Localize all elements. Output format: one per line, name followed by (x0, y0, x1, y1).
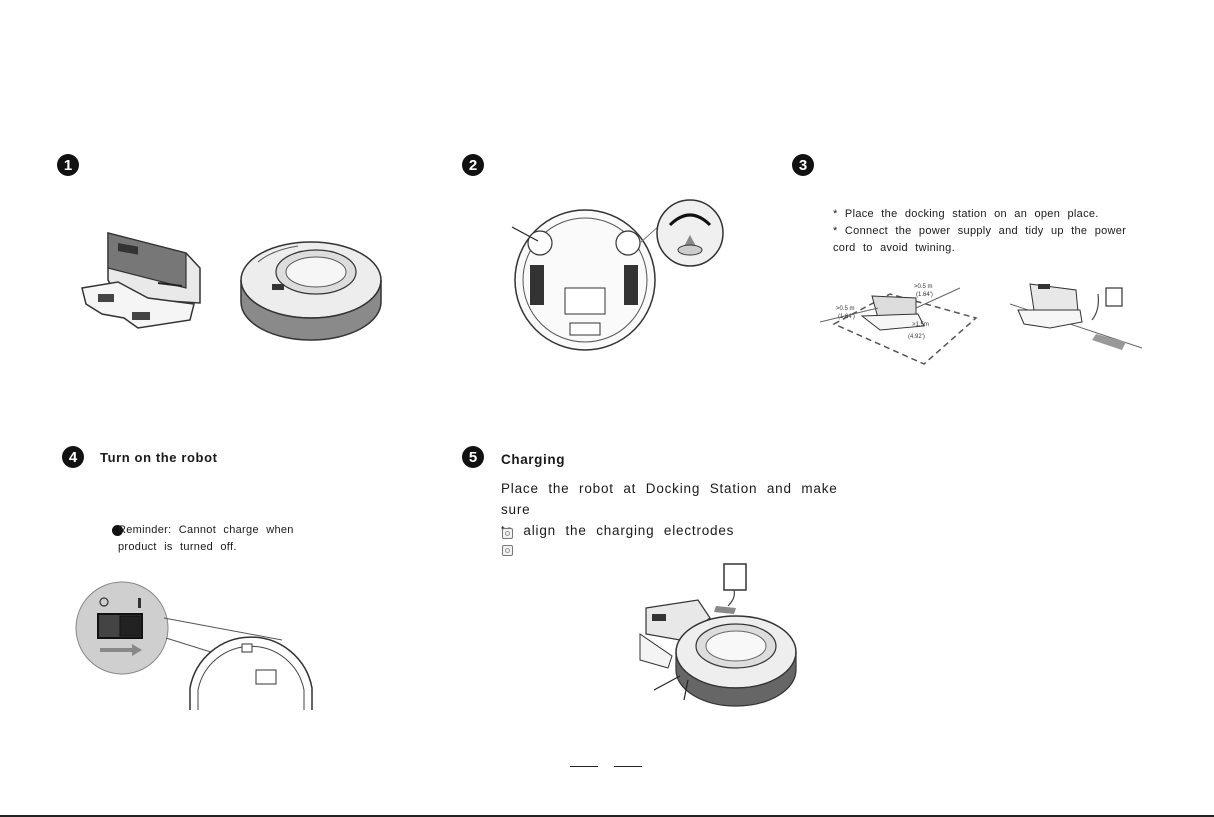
dim-front-metric: >1.5m (912, 322, 929, 328)
page-bottom-border (0, 815, 1214, 817)
docking-station-illustration (81, 232, 201, 329)
step-2-badge: 2 (462, 154, 484, 176)
robot-underside-illustration (511, 199, 724, 351)
step-3-notes: * Place the docking station on an open p… (833, 206, 1143, 257)
reminder-icon (112, 525, 123, 536)
step-5-line-2: to align the charging electrodes (501, 523, 735, 538)
step-5-badge: 5 (462, 446, 484, 468)
step-3-note-1: * Place the docking station on an open p… (833, 208, 1099, 220)
socket-icon (1105, 287, 1123, 307)
checkbox-icon (502, 545, 513, 556)
step-4-badge: 4 (62, 446, 84, 468)
power-connection-illustration (1009, 283, 1143, 350)
step-5-line-1: Place the robot at Docking Station and m… (501, 481, 838, 517)
robot-vacuum-illustration (240, 241, 382, 341)
reminder-line-2: product is turned off. (118, 541, 237, 553)
page-number-right-rule (614, 766, 642, 767)
step-1-number: 1 (63, 156, 73, 174)
reminder-line-1: Reminder: Cannot charge when (118, 524, 294, 536)
dim-left-imperial: (1.64') (838, 314, 855, 320)
checkbox-icon (502, 528, 513, 539)
robot-charging-illustration (639, 563, 797, 707)
step-3-badge: 3 (792, 154, 814, 176)
step-3-number: 3 (798, 156, 808, 174)
step-5-number: 5 (468, 448, 478, 466)
dim-left-metric: >0.5 m (836, 306, 855, 312)
step-4-number: 4 (68, 448, 78, 466)
dim-right-imperial: (1.64') (916, 292, 933, 298)
wall-socket-icon (723, 563, 747, 591)
step-5-title: Charging (501, 452, 566, 467)
step-3-note-2: * Connect the power supply and tidy up t… (833, 225, 1127, 237)
page-number-left-rule (570, 766, 598, 767)
placement-diagram: >0.5 m (1.64') >0.5 m (1.64') >1.5m (4.9… (819, 284, 978, 365)
step-2-number: 2 (468, 156, 478, 174)
step-3-note-3: cord to avoid twining. (833, 242, 955, 254)
dim-front-imperial: (4.92') (908, 334, 925, 340)
dim-right-metric: >0.5 m (914, 284, 933, 290)
step-5-instructions: Place the robot at Docking Station and m… (501, 478, 861, 541)
step-1-badge: 1 (57, 154, 79, 176)
step-4-title: Turn on the robot (100, 450, 218, 465)
step-4-reminder: Reminder: Cannot charge when product is … (118, 522, 318, 556)
power-switch-illustration: O I (75, 581, 313, 710)
